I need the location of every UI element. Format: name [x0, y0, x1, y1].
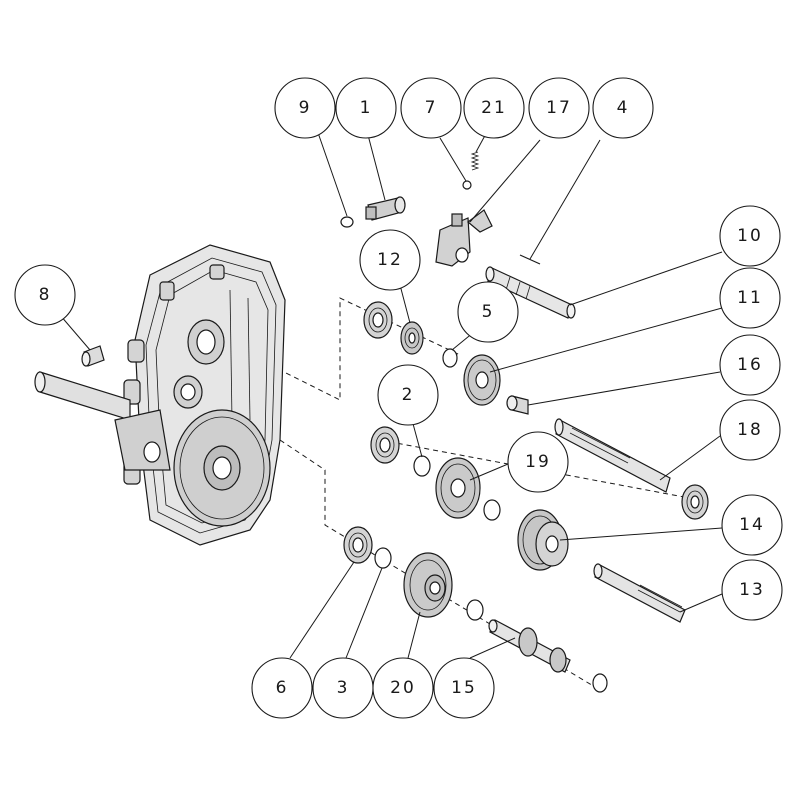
callout-15: 15 [433, 657, 495, 719]
callout-15-circle [433, 657, 495, 719]
callout-7: 7 [400, 77, 462, 139]
callout-12: 12 [359, 229, 421, 291]
callout-14-label: 14 [739, 515, 765, 535]
callout-9: 9 [274, 77, 336, 139]
part-2-washer [413, 455, 431, 477]
part-14-double-gear [517, 509, 569, 571]
callout-1: 1 [335, 77, 397, 139]
callout-6-circle [251, 657, 313, 719]
upper-assembly-axis [269, 297, 461, 401]
callout-14: 14 [721, 494, 783, 556]
end-washer [592, 673, 608, 693]
callout-18-circle [719, 399, 781, 461]
part-13-shaft [593, 563, 686, 623]
callout-9-circle [274, 77, 336, 139]
part-5-washer [442, 348, 458, 368]
callout-20-circle [372, 657, 434, 719]
middle-spacer-washer [483, 499, 501, 521]
callout-7-label: 7 [425, 98, 438, 118]
callout-19: 19 [507, 431, 569, 493]
callout-18-label: 18 [737, 420, 763, 440]
callout-21-label: 21 [481, 98, 507, 118]
callout-20: 20 [372, 657, 434, 719]
callout-19-circle [507, 431, 569, 493]
callout-21: 21 [463, 77, 525, 139]
callout-6: 6 [251, 657, 313, 719]
callout-1-circle [335, 77, 397, 139]
callout-19-label: 19 [525, 452, 551, 472]
middle-bearing [370, 426, 400, 464]
callout-4-circle [592, 77, 654, 139]
callout-11: 11 [719, 267, 781, 329]
part-12-pinion [400, 321, 424, 355]
callout-18: 18 [719, 399, 781, 461]
callout-16-circle [719, 334, 781, 396]
callout-5-circle [457, 281, 519, 343]
callout-8-circle [14, 264, 76, 326]
lower-spacer-washer [466, 599, 484, 621]
part-3-washer [374, 547, 392, 569]
callout-4-label: 4 [617, 98, 630, 118]
callout-5: 5 [457, 281, 519, 343]
callout-10-circle [719, 205, 781, 267]
callout-11-circle [719, 267, 781, 329]
callout-11-label: 11 [737, 288, 763, 308]
callout-20-label: 20 [390, 678, 416, 698]
part-7-ball [462, 180, 472, 190]
callout-3-label: 3 [337, 678, 350, 698]
callout-8: 8 [14, 264, 76, 326]
callout-12-label: 12 [377, 250, 403, 270]
callout-3: 3 [312, 657, 374, 719]
part-9-ring [340, 216, 354, 228]
callout-13: 13 [721, 559, 783, 621]
part-8-dowel [81, 345, 105, 367]
callout-1-label: 1 [360, 98, 373, 118]
callout-15-label: 15 [451, 678, 477, 698]
part-17-shift-fork [435, 209, 493, 267]
callout-10-label: 10 [737, 226, 763, 246]
callout-7-circle [400, 77, 462, 139]
callout-14-circle [721, 494, 783, 556]
part-18-splined-shaft [554, 418, 671, 493]
callout-17-circle [528, 77, 590, 139]
callout-17-label: 17 [546, 98, 572, 118]
lower-assembly-axis [279, 439, 601, 691]
callout-12-circle [359, 229, 421, 291]
part-1-knob [365, 196, 406, 221]
part-16-bushing [506, 395, 529, 415]
callout-16: 16 [719, 334, 781, 396]
upper-bearing [363, 301, 393, 339]
part-4-pin [519, 254, 541, 265]
callout-13-label: 13 [739, 580, 765, 600]
callout-16-label: 16 [737, 355, 763, 375]
callout-2-circle [377, 364, 439, 426]
callout-21-circle [463, 77, 525, 139]
callout-17: 17 [528, 77, 590, 139]
callout-10: 10 [719, 205, 781, 267]
callout-2-label: 2 [402, 385, 415, 405]
callout-2: 2 [377, 364, 439, 426]
housing-large-gear [173, 409, 271, 527]
callout-9-label: 9 [299, 98, 312, 118]
part-19-gear [435, 457, 481, 519]
part-6-bearing [343, 526, 373, 564]
part-15-pinion-shaft [488, 619, 571, 673]
callout-6-label: 6 [276, 678, 289, 698]
callout-group: 9 1 7 21 17 4 10 12 [14, 77, 783, 719]
part-11-gear [463, 354, 501, 406]
part-20-gear [403, 552, 453, 618]
callout-8-label: 8 [39, 285, 52, 305]
callout-4: 4 [592, 77, 654, 139]
callout-13-circle [721, 559, 783, 621]
part-21-spring [470, 151, 480, 171]
output-shaft [34, 371, 171, 471]
shaft-end-bearing [681, 484, 709, 520]
callout-5-label: 5 [482, 302, 495, 322]
